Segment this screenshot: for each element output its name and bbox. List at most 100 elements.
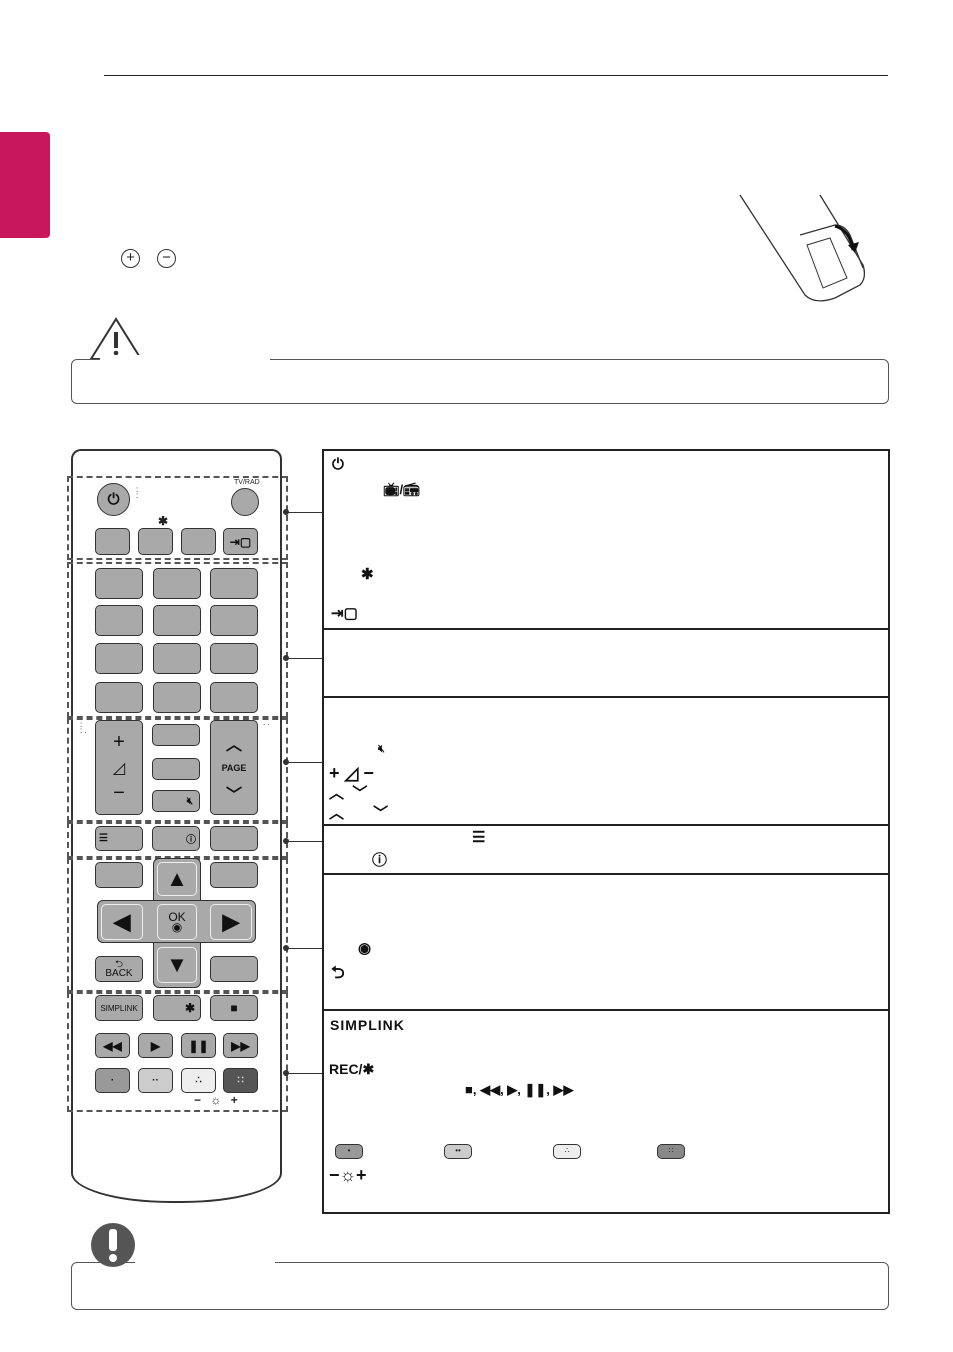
callout-line bbox=[286, 658, 322, 660]
back-label: BACK bbox=[105, 968, 133, 979]
header-rule bbox=[104, 75, 888, 76]
stop-icon: ■ bbox=[230, 1001, 238, 1015]
stop-button[interactable]: ■ bbox=[210, 995, 258, 1021]
arrow-down-icon: ▼ bbox=[166, 952, 188, 977]
number-button-5[interactable] bbox=[153, 605, 201, 636]
callout-dot bbox=[283, 945, 289, 951]
tv-radio-icon: 📺︎/📻︎ bbox=[383, 482, 420, 497]
number-button-10[interactable] bbox=[95, 682, 143, 713]
page-up-down-icon: ︿ ﹀ bbox=[329, 785, 368, 802]
ok-label: OK bbox=[168, 910, 186, 924]
input-icon: ⇥▢ bbox=[229, 534, 252, 549]
mute-button[interactable]: 🔇︎ bbox=[152, 790, 200, 812]
arrow-left-icon: ◀ bbox=[113, 909, 131, 934]
number-button-2[interactable] bbox=[153, 568, 201, 599]
button-menu-3[interactable] bbox=[210, 826, 258, 851]
star-icon: ✱ bbox=[158, 514, 169, 528]
volume-icon: + ◿ − bbox=[329, 763, 374, 783]
ok-button[interactable]: OK◉ bbox=[157, 904, 197, 940]
play-button[interactable]: ▶ bbox=[138, 1033, 173, 1058]
yellow-button-icon: ∴ bbox=[553, 1144, 581, 1159]
button-mid-2[interactable] bbox=[152, 758, 200, 780]
simplink-icon: SIMPLINK bbox=[100, 1003, 138, 1013]
number-button-11[interactable] bbox=[153, 682, 201, 713]
playback-symbols: ■, ◀◀, ▶, ❚❚, ▶▶ bbox=[465, 1082, 574, 1097]
info-icon: ⓘ bbox=[372, 852, 388, 869]
button-nav-right-bottom[interactable] bbox=[210, 956, 258, 982]
number-button-6[interactable] bbox=[210, 605, 258, 636]
caution-box bbox=[71, 359, 889, 404]
back-icon: ⮌ bbox=[331, 963, 345, 982]
list-button[interactable]: ☰ bbox=[95, 826, 143, 851]
power-icon: ⏻ bbox=[107, 491, 120, 508]
number-button-8[interactable] bbox=[153, 643, 201, 674]
blue-button-icon: ∷ bbox=[657, 1144, 685, 1159]
volume-down-icon: − bbox=[113, 781, 125, 804]
number-button-7[interactable] bbox=[95, 643, 143, 674]
pause-button[interactable]: ❚❚ bbox=[181, 1033, 216, 1058]
page-down-icon: ﹀ bbox=[225, 786, 242, 804]
callout-line bbox=[286, 1073, 322, 1075]
number-button-12[interactable] bbox=[210, 682, 258, 713]
arrow-right-icon: ▶ bbox=[222, 909, 240, 934]
callout-dot bbox=[283, 759, 289, 765]
battery-plus-icon: + bbox=[121, 249, 140, 268]
rewind-button[interactable]: ◀◀ bbox=[95, 1033, 130, 1058]
function-description-panel bbox=[322, 449, 890, 1214]
number-button-1[interactable] bbox=[95, 568, 143, 599]
rec-button[interactable]: ✱ bbox=[153, 995, 201, 1021]
fast-forward-button[interactable]: ▶▶ bbox=[223, 1033, 258, 1058]
number-button-3[interactable] bbox=[210, 568, 258, 599]
channel-up-down-icon: ︿ ﹀ bbox=[329, 805, 389, 822]
volume-icon: ◿ bbox=[112, 759, 126, 777]
button-mid-1[interactable] bbox=[152, 724, 200, 746]
left-button[interactable]: ◀ bbox=[101, 904, 143, 940]
star-button[interactable] bbox=[138, 528, 173, 555]
remote-battery-cover-illustration bbox=[739, 194, 866, 302]
power-button[interactable]: ⏻ bbox=[97, 483, 130, 516]
page-button[interactable]: ︿ PAGE ﹀ bbox=[210, 720, 258, 815]
mute-icon: 🔇︎ bbox=[186, 795, 193, 807]
section-power bbox=[67, 476, 288, 560]
star-icon: ✱ bbox=[361, 566, 374, 583]
callout-line bbox=[286, 762, 322, 764]
button-row1-3[interactable] bbox=[181, 528, 216, 555]
info-button[interactable]: ⓘ bbox=[152, 826, 200, 851]
green-button-icon: •• bbox=[444, 1144, 472, 1159]
yellow-button[interactable]: ∴ bbox=[181, 1068, 216, 1093]
note-box bbox=[71, 1262, 889, 1310]
power-icon: ⏻ bbox=[332, 456, 344, 473]
language-tab bbox=[0, 132, 50, 238]
blue-button[interactable]: ∷ bbox=[223, 1068, 258, 1093]
section-volume bbox=[67, 718, 288, 822]
list-icon: ☰ bbox=[472, 829, 486, 846]
back-button[interactable]: ⮌BACK bbox=[95, 956, 143, 982]
callout-dot bbox=[283, 1070, 289, 1076]
up-button[interactable]: ▲ bbox=[157, 862, 197, 896]
green-button[interactable]: ·· bbox=[138, 1068, 173, 1093]
number-button-9[interactable] bbox=[210, 643, 258, 674]
rec-label: REC/✱ bbox=[329, 1061, 375, 1077]
right-button[interactable]: ▶ bbox=[210, 904, 252, 940]
simplink-icon: SIMPLINK bbox=[330, 1017, 405, 1033]
callout-line bbox=[286, 948, 322, 950]
tv-radio-button[interactable] bbox=[231, 488, 259, 516]
input-button[interactable]: ⇥▢ bbox=[223, 528, 258, 555]
tv-radio-label: TV/RAD bbox=[234, 479, 260, 486]
volume-button[interactable]: + ◿ − bbox=[95, 720, 143, 815]
simplink-button[interactable]: SIMPLINK bbox=[95, 995, 143, 1021]
rewind-icon: ◀◀ bbox=[103, 1038, 122, 1053]
button-nav-left-top[interactable] bbox=[95, 862, 143, 888]
callout-line bbox=[286, 841, 322, 843]
down-button[interactable]: ▼ bbox=[157, 947, 197, 983]
button-nav-right-top[interactable] bbox=[210, 862, 258, 888]
fast-forward-icon: ▶▶ bbox=[231, 1038, 250, 1053]
button-row1-1[interactable] bbox=[95, 528, 130, 555]
input-icon: ⇥▢ bbox=[331, 605, 358, 622]
section-numbers bbox=[67, 562, 288, 718]
number-button-4[interactable] bbox=[95, 605, 143, 636]
note-icon bbox=[91, 1223, 135, 1267]
star-icon: ✱ bbox=[184, 1001, 195, 1015]
red-button[interactable]: · bbox=[95, 1068, 130, 1093]
page-label: PAGE bbox=[221, 762, 247, 773]
